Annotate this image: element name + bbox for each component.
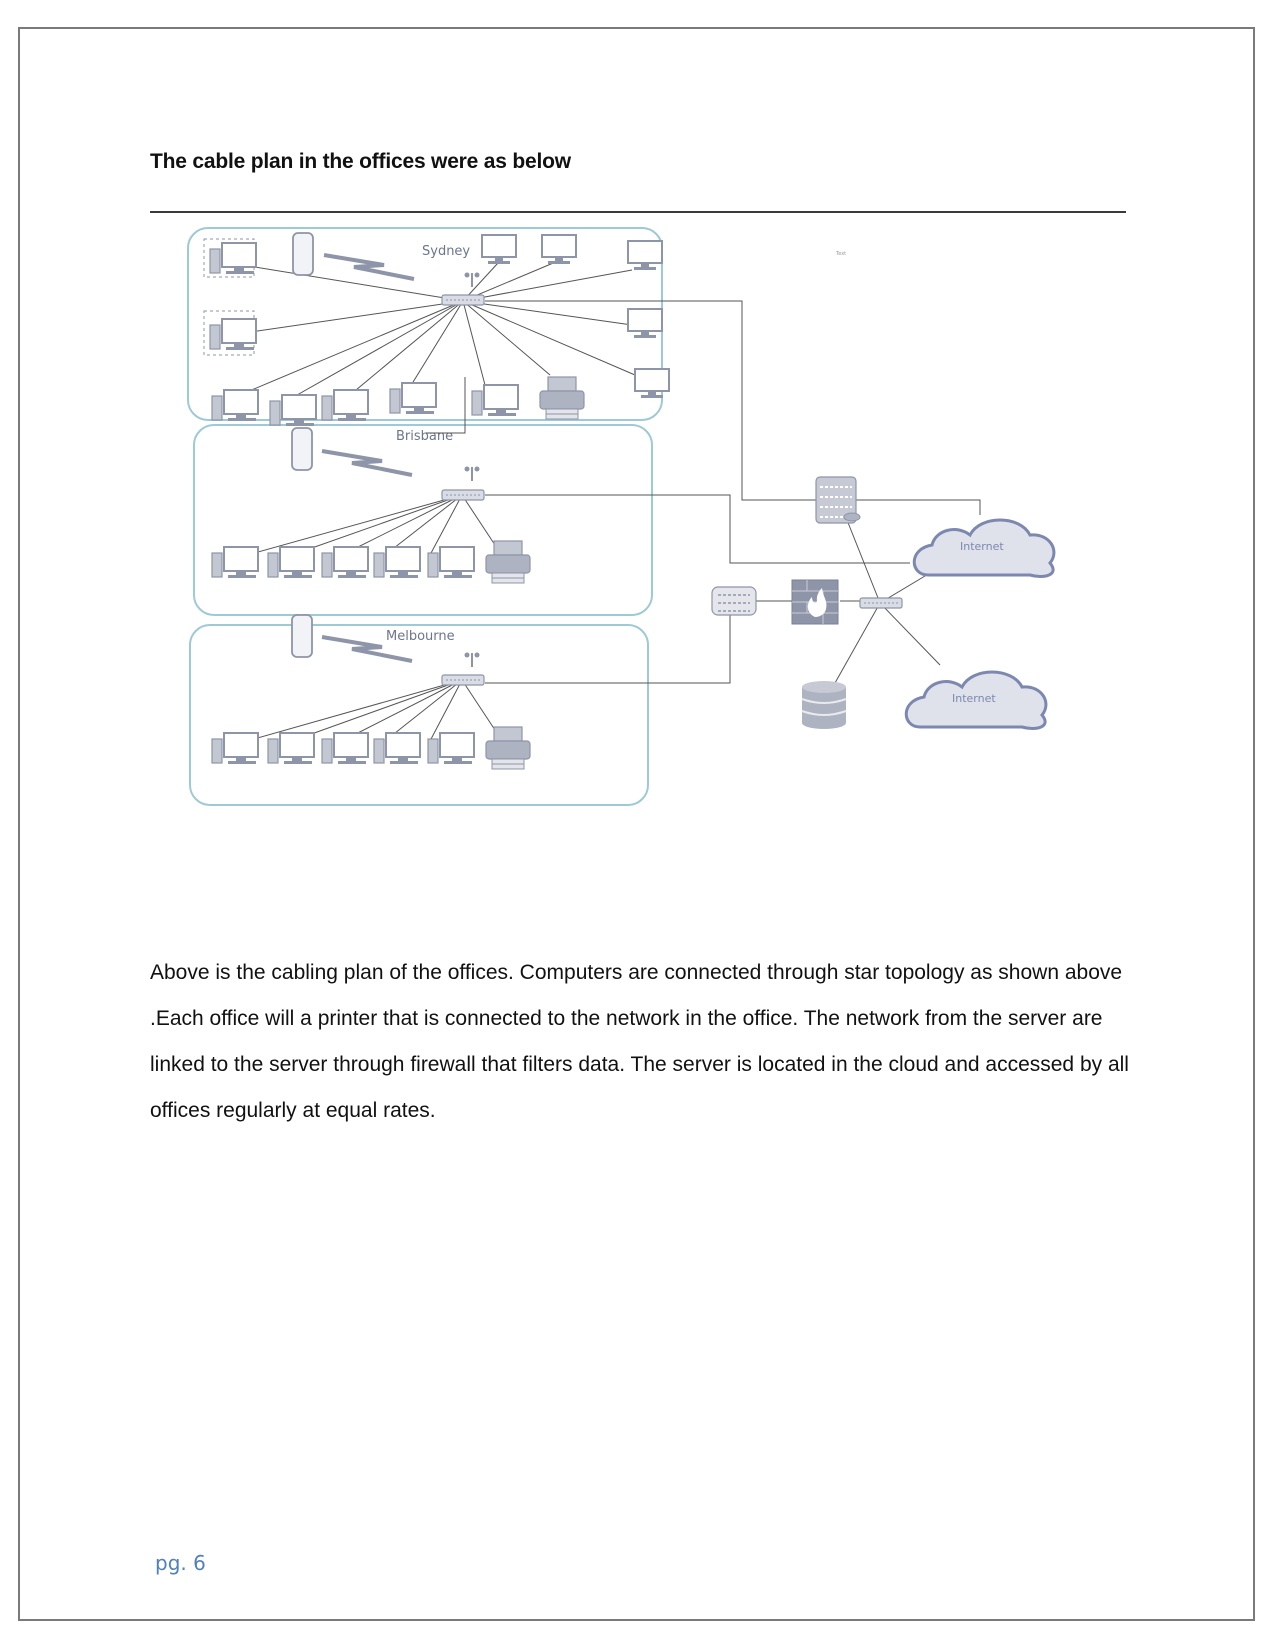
page-border: [18, 27, 1255, 1621]
office-frame-melbourne: [189, 624, 649, 806]
internet-cloud-icon-2: Internet: [904, 670, 1048, 730]
body-paragraph: Above is the cabling plan of the offices…: [150, 961, 1129, 1122]
database-icon: [801, 681, 847, 729]
office-label-sydney: Sydney: [422, 244, 470, 259]
monitor-sydney-2: [541, 234, 577, 265]
office-frame-brisbane: [193, 424, 653, 616]
section-heading: The cable plan in the offices were as be…: [150, 150, 571, 173]
office-label-melbourne: Melbourne: [386, 629, 455, 644]
pc-sydney-1: [209, 242, 257, 275]
pc-brisbane-4: [373, 546, 421, 579]
antenna-brisbane: [463, 465, 481, 482]
internet-cloud-icon-1: Internet: [912, 518, 1056, 578]
pc-melbourne-4: [373, 732, 421, 765]
wireless-link-sydney: [322, 253, 416, 281]
pc-sydney-2: [209, 318, 257, 351]
wireless-link-brisbane: [320, 449, 414, 477]
router-icon: [711, 586, 757, 616]
printer-sydney: [539, 376, 585, 420]
page-number: pg. 6: [155, 1551, 206, 1575]
phone-brisbane: [291, 427, 313, 471]
internet-cloud-label-2: Internet: [952, 692, 996, 705]
server-rack-icon: [815, 476, 861, 524]
monitor-sydney-4: [627, 308, 663, 339]
hub-brisbane: [441, 489, 485, 501]
office-label-brisbane: Brisbane: [396, 429, 453, 444]
monitor-sydney-5: [634, 368, 670, 399]
pc-brisbane-1: [211, 546, 259, 579]
pc-sydney-6: [389, 382, 437, 415]
pc-brisbane-5: [427, 546, 475, 579]
phone-melbourne: [291, 614, 313, 658]
monitor-sydney-1: [481, 234, 517, 265]
printer-melbourne: [485, 726, 531, 770]
pc-melbourne-5: [427, 732, 475, 765]
hub-melbourne: [441, 674, 485, 686]
core-switch-icon: [859, 597, 903, 609]
phone-sydney: [292, 232, 314, 276]
pc-melbourne-3: [321, 732, 369, 765]
pc-brisbane-3: [321, 546, 369, 579]
pc-sydney-3: [211, 389, 259, 422]
printer-brisbane: [485, 540, 531, 584]
pc-sydney-7: [471, 384, 519, 417]
pc-melbourne-2: [267, 732, 315, 765]
pc-melbourne-1: [211, 732, 259, 765]
network-diagram: Sydney Brisbane Melbourne Text: [187, 227, 1056, 806]
stray-text-label: Text: [835, 251, 846, 257]
hub-sydney: [441, 294, 485, 306]
heading-rule: [150, 211, 1126, 213]
antenna-melbourne: [463, 651, 481, 668]
pc-sydney-5: [321, 389, 369, 422]
pc-sydney-4: [269, 394, 317, 427]
monitor-sydney-3: [627, 240, 663, 271]
internet-cloud-label-1: Internet: [960, 540, 1004, 553]
pc-brisbane-2: [267, 546, 315, 579]
firewall-icon: [791, 579, 839, 625]
